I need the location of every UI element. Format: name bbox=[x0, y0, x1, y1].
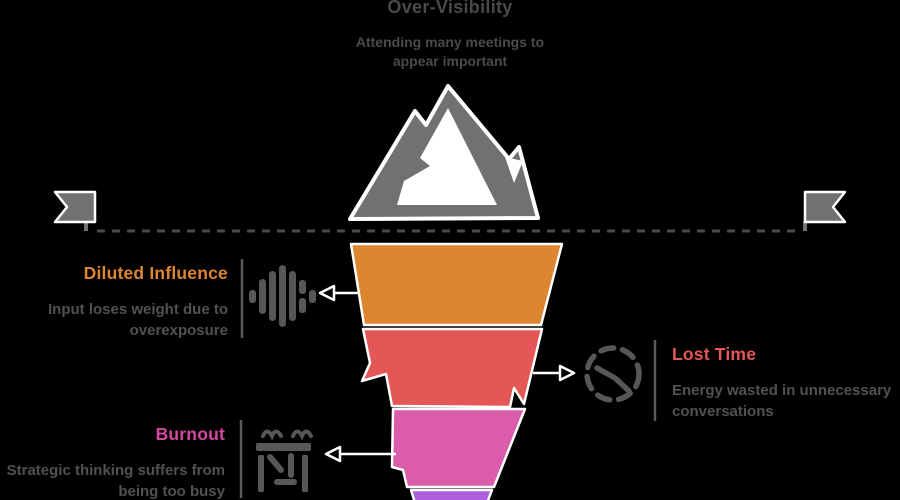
lost-time-heading: Lost Time bbox=[672, 344, 757, 364]
page-title: Over-Visibility bbox=[387, 0, 513, 17]
lost-time-desc-line-1: Energy wasted in unnecessary bbox=[672, 382, 892, 399]
funnel-stage-3 bbox=[390, 407, 527, 489]
diluted-influence-heading: Diluted Influence bbox=[83, 263, 228, 283]
arrow-lost-time bbox=[533, 364, 576, 382]
funnel-stage-2 bbox=[360, 327, 544, 409]
arrow-diluted-influence bbox=[318, 284, 358, 302]
burnout-desc-line-2: being too busy bbox=[118, 483, 225, 500]
burnout-desc-line-1: Strategic thinking suffers from bbox=[6, 462, 225, 479]
page-subtitle: Attending many meetings to appear import… bbox=[0, 33, 900, 71]
waveform-icon bbox=[249, 265, 316, 327]
burnout-description: Strategic thinking suffers from being to… bbox=[0, 460, 225, 500]
funnel-stage-1 bbox=[349, 242, 564, 327]
subtitle-line-2: appear important bbox=[392, 53, 508, 69]
desk-icon bbox=[256, 429, 313, 492]
clock-icon bbox=[584, 345, 642, 403]
lost-time-desc-line-2: conversations bbox=[672, 403, 774, 420]
lost-time-description: Energy wasted in unnecessary conversatio… bbox=[672, 380, 900, 422]
burnout-heading: Burnout bbox=[155, 424, 225, 444]
ribbon-right-icon bbox=[803, 190, 847, 231]
funnel-stage-4 bbox=[409, 488, 494, 500]
mountain-icon bbox=[348, 84, 540, 221]
diluted-influence-description: Input loses weight due to overexposure bbox=[0, 299, 228, 341]
arrow-burnout bbox=[324, 445, 396, 463]
diluted-influence-desc-line-1: Input loses weight due to bbox=[48, 301, 228, 318]
funnel bbox=[349, 242, 564, 500]
ribbon-left-icon bbox=[53, 190, 97, 231]
subtitle-line-1: Attending many meetings to bbox=[355, 34, 545, 50]
diluted-influence-desc-line-2: overexposure bbox=[129, 322, 228, 339]
